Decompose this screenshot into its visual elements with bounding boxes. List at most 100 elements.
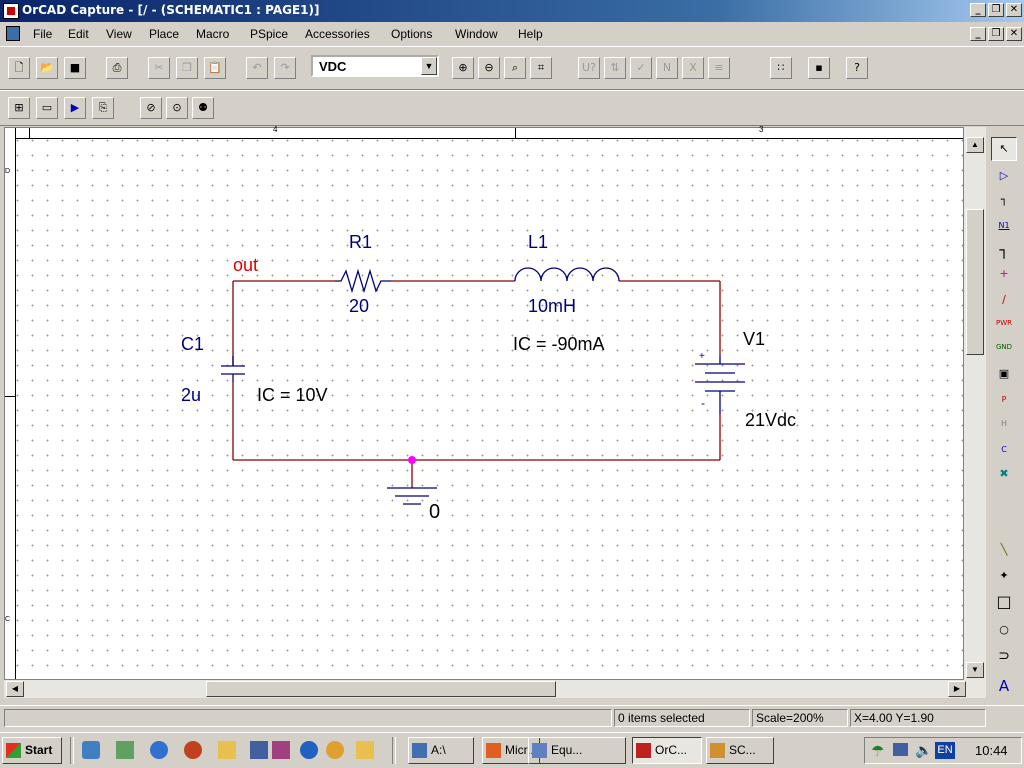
place-junction-icon[interactable]: + bbox=[999, 267, 1009, 280]
place-bus-icon[interactable]: ┐ bbox=[999, 241, 1009, 259]
menu-options[interactable]: Options bbox=[391, 27, 433, 41]
annotate-icon[interactable]: U? bbox=[578, 57, 600, 79]
project-manager-icon[interactable]: ▪ bbox=[808, 57, 830, 79]
scroll-right-icon[interactable]: ▶ bbox=[948, 681, 966, 697]
folder-icon[interactable] bbox=[218, 741, 236, 759]
taskbar-microsoft[interactable]: Micr... bbox=[482, 737, 540, 764]
place-ground-icon[interactable]: GND bbox=[995, 343, 1013, 351]
part-combo[interactable]: VDC ▼ bbox=[311, 55, 439, 77]
network-icon[interactable] bbox=[250, 741, 268, 759]
explorer-folder-icon[interactable] bbox=[356, 741, 374, 759]
taskbar-schematics[interactable]: SC... bbox=[706, 737, 774, 764]
menu-accessories[interactable]: Accessories bbox=[305, 27, 370, 41]
c1-value[interactable]: 2u bbox=[181, 385, 202, 405]
v1-reference[interactable]: V1 bbox=[743, 329, 766, 349]
document-icon[interactable] bbox=[6, 26, 20, 41]
vertical-scroll-thumb[interactable] bbox=[966, 209, 984, 355]
run-icon[interactable]: ▶ bbox=[64, 97, 86, 119]
doc-close-button[interactable]: ✕ bbox=[1006, 27, 1022, 41]
paste-icon[interactable]: 📋 bbox=[204, 57, 226, 79]
place-no-connect-icon[interactable]: ✖ bbox=[999, 467, 1009, 480]
place-off-page-connector-icon[interactable]: C bbox=[1001, 445, 1007, 454]
menu-window[interactable]: Window bbox=[455, 27, 498, 41]
quick-launch-edit-icon[interactable] bbox=[116, 741, 134, 759]
new-simulation-profile-icon[interactable]: ⊞ bbox=[8, 97, 30, 119]
minimize-button[interactable]: _ bbox=[970, 3, 986, 17]
place-wire-icon[interactable]: ┐ bbox=[1000, 193, 1008, 206]
print-icon[interactable]: ⎙ bbox=[106, 57, 128, 79]
r1-reference[interactable]: R1 bbox=[349, 232, 373, 252]
back-annotate-icon[interactable]: ⇅ bbox=[604, 57, 626, 79]
place-port-icon[interactable]: P bbox=[1001, 395, 1007, 404]
media-player-icon[interactable] bbox=[184, 741, 202, 759]
l1-value[interactable]: 10mH bbox=[528, 296, 577, 316]
zoom-in-icon[interactable]: ⊕ bbox=[452, 57, 474, 79]
zoom-area-icon[interactable]: ⌕ bbox=[504, 57, 526, 79]
cross-reference-icon[interactable]: X bbox=[682, 57, 704, 79]
redo-icon[interactable]: ↷ bbox=[274, 57, 296, 79]
menu-file[interactable]: File bbox=[33, 27, 53, 41]
voltage-marker-icon[interactable]: ⊘ bbox=[140, 97, 162, 119]
design-rules-check-icon[interactable]: ✓ bbox=[630, 57, 652, 79]
zoom-all-icon[interactable]: ⌗ bbox=[530, 57, 552, 79]
v1-value[interactable]: 21Vdc bbox=[745, 410, 797, 430]
close-button[interactable]: ✕ bbox=[1006, 3, 1022, 17]
place-power-icon[interactable]: PWR bbox=[995, 319, 1012, 327]
scroll-up-icon[interactable]: ▲ bbox=[966, 137, 984, 153]
restore-button[interactable]: ❐ bbox=[988, 3, 1004, 17]
snap-to-grid-icon[interactable]: ∷ bbox=[770, 57, 792, 79]
c1-initial-condition[interactable]: IC = 10V bbox=[257, 385, 328, 405]
place-pin-icon[interactable]: H bbox=[1000, 419, 1007, 428]
taskbar-equation[interactable]: Equ... bbox=[528, 737, 626, 764]
taskbar-orcad[interactable]: OrC... bbox=[632, 737, 702, 764]
connection-tray-icon[interactable] bbox=[893, 743, 908, 756]
scroll-left-icon[interactable]: ◀ bbox=[6, 681, 24, 697]
menu-pspice[interactable]: PSpice bbox=[250, 27, 289, 41]
language-indicator[interactable]: EN bbox=[935, 742, 955, 759]
place-arc-icon[interactable]: ⊃ bbox=[998, 648, 1010, 664]
paint-icon[interactable] bbox=[272, 741, 290, 759]
bill-of-materials-icon[interactable]: ≡ bbox=[708, 57, 730, 79]
start-button[interactable]: Start bbox=[2, 737, 62, 764]
select-icon[interactable]: ↖ bbox=[991, 137, 1017, 161]
messenger-icon[interactable] bbox=[326, 741, 344, 759]
doc-minimize-button[interactable]: _ bbox=[970, 27, 986, 41]
place-ellipse-icon[interactable]: ○ bbox=[999, 623, 1009, 636]
net-label-out[interactable]: out bbox=[233, 255, 259, 275]
menu-help[interactable]: Help bbox=[518, 27, 543, 41]
view-simulation-results-icon[interactable]: ⎘ bbox=[92, 97, 114, 119]
horizontal-scrollbar[interactable]: ◀ ▶ bbox=[4, 680, 986, 698]
orcad-app-icon[interactable] bbox=[3, 3, 19, 19]
current-marker-icon[interactable]: ⊙ bbox=[166, 97, 188, 119]
internet-explorer-icon[interactable] bbox=[150, 741, 168, 759]
edit-simulation-settings-icon[interactable]: ▭ bbox=[36, 97, 58, 119]
place-text-icon[interactable]: A bbox=[998, 677, 1010, 695]
network-tray-icon[interactable]: ☂ bbox=[871, 743, 885, 760]
l1-initial-condition[interactable]: IC = -90mA bbox=[513, 334, 605, 354]
place-hierarchical-block-icon[interactable]: ▣ bbox=[998, 367, 1010, 380]
zoom-out-icon[interactable]: ⊖ bbox=[478, 57, 500, 79]
place-line-icon[interactable]: ╲ bbox=[1000, 543, 1008, 556]
place-polyline-icon[interactable]: ✦ bbox=[999, 569, 1009, 582]
scroll-down-icon[interactable]: ▼ bbox=[966, 662, 984, 678]
create-netlist-icon[interactable]: N bbox=[656, 57, 678, 79]
run-app-icon[interactable] bbox=[300, 741, 318, 759]
vertical-scrollbar[interactable]: ▲ ▼ bbox=[964, 127, 986, 680]
cut-icon[interactable]: ✂ bbox=[148, 57, 170, 79]
menu-place[interactable]: Place bbox=[149, 27, 180, 41]
place-bus-entry-icon[interactable]: ∕ bbox=[1002, 293, 1006, 306]
save-icon[interactable]: ■ bbox=[64, 57, 86, 79]
show-desktop-icon[interactable] bbox=[82, 741, 100, 759]
voltage-differential-marker-icon[interactable]: ⚉ bbox=[192, 97, 214, 119]
menu-edit[interactable]: Edit bbox=[68, 27, 89, 41]
volume-tray-icon[interactable]: 🔈 bbox=[915, 742, 933, 758]
menu-macro[interactable]: Macro bbox=[196, 27, 230, 41]
place-part-icon[interactable]: ▷ bbox=[999, 169, 1009, 182]
ground-label[interactable]: 0 bbox=[429, 501, 441, 523]
menu-view[interactable]: View bbox=[106, 27, 132, 41]
doc-restore-button[interactable]: ❐ bbox=[988, 27, 1004, 41]
help-icon[interactable]: ? bbox=[846, 57, 868, 79]
open-icon[interactable]: 📂 bbox=[36, 57, 58, 79]
place-rectangle-icon[interactable]: □ bbox=[996, 592, 1012, 611]
new-icon[interactable]: 🗋 bbox=[8, 57, 30, 79]
